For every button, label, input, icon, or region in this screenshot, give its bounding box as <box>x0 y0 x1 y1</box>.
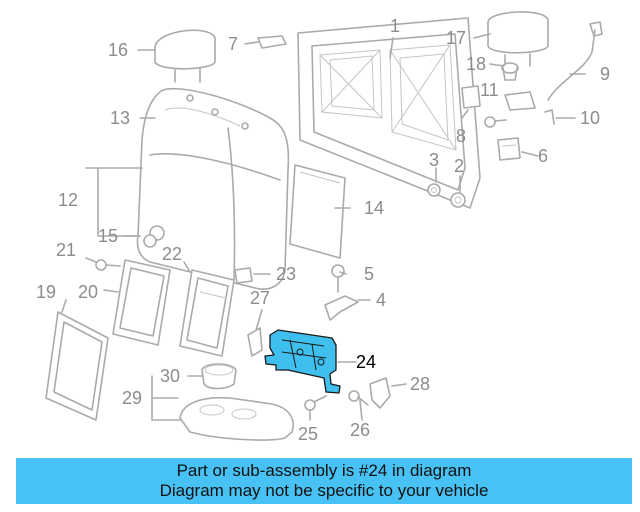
part-7-clip <box>257 35 287 49</box>
callout-12: 12 <box>58 190 78 210</box>
part-21-screw <box>95 259 121 271</box>
banner-line-disclaimer: Diagram may not be specific to your vehi… <box>159 481 489 500</box>
part-30-cupholder <box>201 363 237 390</box>
part-23-bushing <box>234 267 253 284</box>
callout-20: 20 <box>78 282 98 302</box>
part-28-hinge <box>369 377 391 409</box>
part-14-pad <box>289 164 346 259</box>
banner-line-part: Part or sub-assembly is #24 in diagram <box>176 461 472 480</box>
part-16-headrest <box>154 29 216 83</box>
callout-21: 21 <box>56 240 76 260</box>
callout-25: 25 <box>298 424 318 444</box>
callout-24: 24 <box>356 352 376 372</box>
part-11-bolt <box>484 116 507 128</box>
part-15-grommet <box>143 225 165 248</box>
part-22-panel <box>179 269 235 357</box>
part-13-seatback-cushion <box>136 87 290 290</box>
callout-4: 4 <box>376 290 386 310</box>
part-20-panel <box>112 259 171 346</box>
part-4-bracket <box>324 295 359 321</box>
part-6-bracket <box>497 137 521 161</box>
callout-13: 13 <box>110 108 130 128</box>
callout-6: 6 <box>538 146 548 166</box>
callout-5: 5 <box>364 264 374 284</box>
callout-17: 17 <box>446 28 466 48</box>
callout-1: 1 <box>390 16 400 36</box>
callout-7: 7 <box>228 34 238 54</box>
part-10-latch <box>504 91 555 125</box>
part-24-highlighted-bracket <box>264 329 341 394</box>
part-5-screw <box>331 264 345 293</box>
callout-26: 26 <box>350 420 370 440</box>
part-3-bushing <box>427 183 441 197</box>
part-2-bushing <box>450 192 466 208</box>
leader-lines <box>61 33 586 421</box>
callout-28: 28 <box>410 374 430 394</box>
part-19-panel <box>45 311 109 421</box>
part-8-bracket <box>461 85 481 109</box>
callout-labels: 1 2 3 4 5 6 7 8 9 10 11 12 13 14 15 16 1… <box>36 16 610 444</box>
callout-14: 14 <box>364 198 384 218</box>
part-18-grommet <box>501 62 519 81</box>
part-1-seatback-frame <box>297 17 481 209</box>
part-29-armrest <box>179 396 294 441</box>
callout-8: 8 <box>456 126 466 146</box>
callout-19: 19 <box>36 282 56 302</box>
callout-22: 22 <box>162 244 182 264</box>
callout-3: 3 <box>429 150 439 170</box>
parts-diagram: 1 2 3 4 5 6 7 8 9 10 11 12 13 14 15 16 1… <box>36 11 610 444</box>
callout-11: 11 <box>480 80 499 100</box>
info-banner: Part or sub-assembly is #24 in diagram D… <box>16 458 632 504</box>
callout-2: 2 <box>454 156 464 176</box>
part-17-headrest <box>487 11 549 69</box>
callout-29: 29 <box>122 388 142 408</box>
callout-15: 15 <box>98 226 118 246</box>
part-9-cable <box>547 21 603 101</box>
part-27-cover <box>247 327 263 357</box>
callout-27: 27 <box>250 288 270 308</box>
callout-30: 30 <box>160 366 180 386</box>
callout-10: 10 <box>580 108 600 128</box>
callout-23: 23 <box>276 264 296 284</box>
part-26-screw <box>348 390 369 406</box>
part-25-screw <box>304 395 327 411</box>
callout-18: 18 <box>466 54 486 74</box>
callout-16: 16 <box>108 40 128 60</box>
callout-9: 9 <box>600 64 610 84</box>
